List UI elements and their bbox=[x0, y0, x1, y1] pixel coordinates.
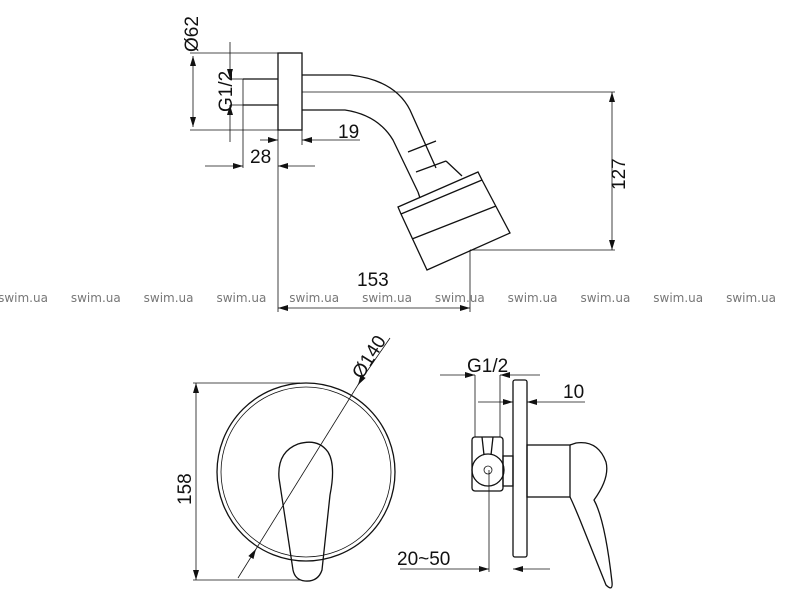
mixer-side-drawing: G1/2 10 20~50 bbox=[397, 356, 613, 589]
dim-plate-diameter: Ø140 bbox=[348, 332, 390, 383]
watermark-text: swim.ua bbox=[216, 291, 266, 305]
watermark-text: swim.ua bbox=[580, 291, 630, 305]
dim-height: 158 bbox=[175, 473, 196, 505]
watermark-text: swim.ua bbox=[144, 291, 194, 305]
arm-outer bbox=[302, 74, 437, 169]
watermark-row: swim.ua swim.ua swim.ua swim.ua swim.ua swim.… bbox=[0, 291, 776, 305]
watermark-text: swim.ua bbox=[653, 291, 703, 305]
valve-connector bbox=[502, 455, 514, 487]
watermark-text: swim.ua bbox=[726, 291, 776, 305]
wall-flange bbox=[277, 52, 303, 131]
mixer-front-drawing: 158 Ø140 bbox=[175, 332, 396, 582]
dim-flange-diameter: Ø62 bbox=[182, 16, 203, 52]
dim-plate-thickness: 10 bbox=[563, 382, 584, 403]
watermark-text: swim.ua bbox=[435, 291, 485, 305]
dim-projection: 153 bbox=[357, 270, 389, 291]
dim-thread-side: G1/2 bbox=[467, 356, 508, 377]
dim-thread-length: 28 bbox=[250, 147, 271, 168]
watermark-text: swim.ua bbox=[71, 291, 121, 305]
dim-wall-depth: 20~50 bbox=[397, 549, 450, 570]
cover-plate-inner bbox=[220, 386, 392, 558]
arm-sleeve bbox=[407, 140, 463, 199]
dim-drop: 127 bbox=[609, 158, 630, 190]
watermark-text: swim.ua bbox=[0, 291, 48, 305]
valve-cartridge bbox=[471, 453, 505, 487]
dim-thread: G1/2 bbox=[216, 71, 237, 112]
cover-plate-outer bbox=[216, 382, 396, 562]
shower-head-band bbox=[400, 179, 497, 240]
arm-inner bbox=[302, 109, 419, 193]
shower-arm-drawing: Ø62 G1/2 19 28 153 127 bbox=[182, 16, 630, 312]
watermark-text: swim.ua bbox=[362, 291, 412, 305]
lever-handle bbox=[278, 441, 334, 582]
handle-side bbox=[569, 441, 613, 589]
dim-flange-depth: 19 bbox=[338, 122, 359, 143]
handle-base bbox=[526, 444, 571, 498]
valve-stem bbox=[481, 436, 494, 456]
watermark-text: swim.ua bbox=[289, 291, 339, 305]
watermark-text: swim.ua bbox=[508, 291, 558, 305]
cover-plate-side bbox=[512, 379, 528, 558]
